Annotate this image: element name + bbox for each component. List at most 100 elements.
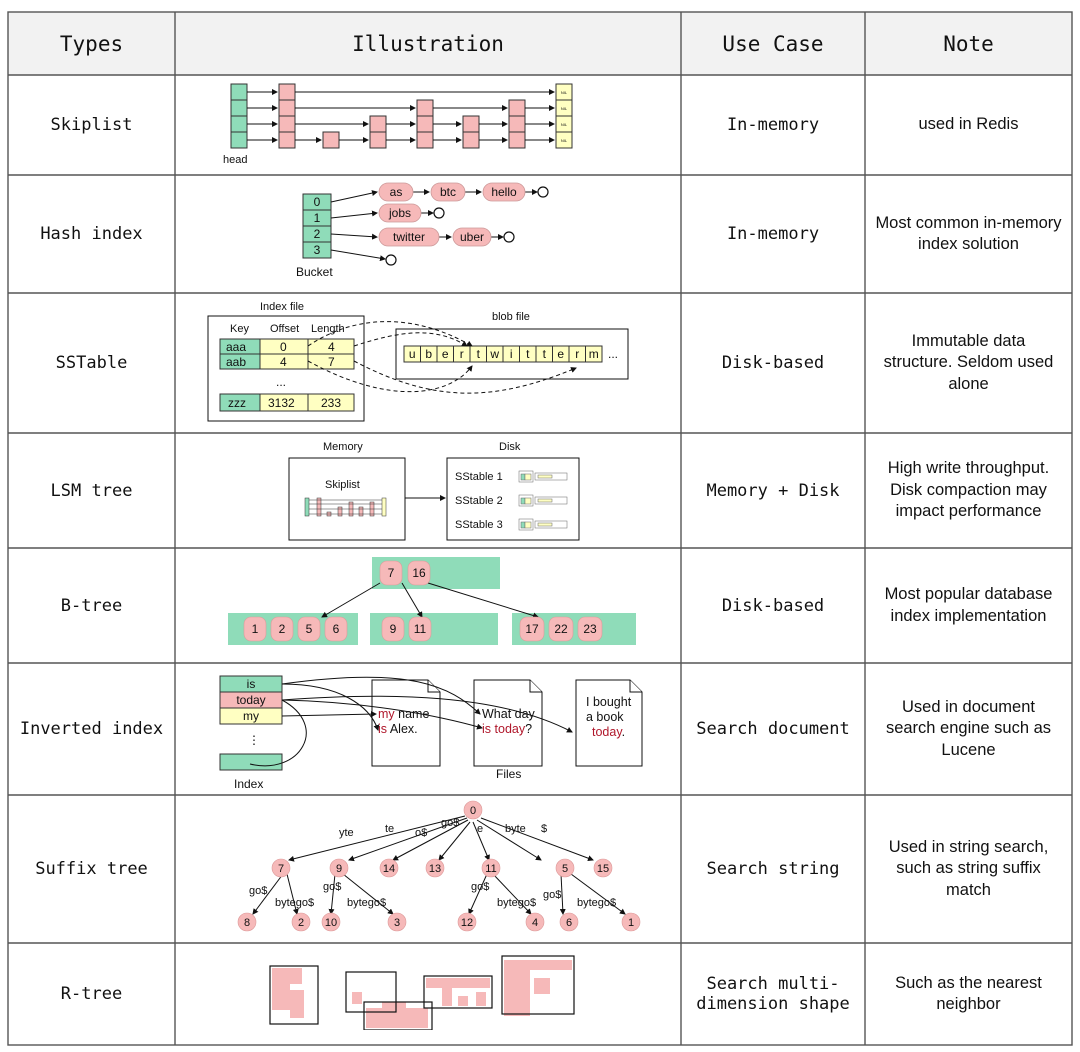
note-cell: Used in document search engine such as L…	[885, 697, 1052, 759]
type-cell: SSTable	[55, 353, 128, 373]
note-cell: Most popular database index implementati…	[884, 585, 1053, 625]
lsm-tree-illustration: Memory Disk Skiplist SStable 1 SStable 2…	[288, 441, 580, 541]
blob-char: r	[460, 347, 464, 361]
hash-entry: jobs	[388, 206, 411, 220]
suffix-node: 0	[470, 805, 476, 817]
svg-text:today.: today.	[592, 725, 625, 739]
suffix-node: 8	[244, 917, 250, 929]
svg-text:is today?: is today?	[482, 722, 532, 736]
b-tree-illustration: 7 16 1 2 5 6 9 11 17 22 23	[228, 557, 636, 645]
blob-char: w	[489, 347, 499, 361]
hash-entry: uber	[460, 230, 484, 244]
use-case-cell: Search string	[706, 859, 840, 879]
suffix-node: 4	[532, 917, 538, 929]
bucket-3: 3	[314, 243, 321, 257]
sst-ellipsis: ...	[276, 375, 286, 389]
svg-text:bytego$: bytego$	[497, 897, 536, 909]
btree-key: 9	[390, 622, 397, 636]
sstable-1: SStable 1	[455, 471, 503, 483]
col-key: Key	[230, 323, 249, 335]
nil-label: NIL	[561, 90, 568, 95]
col-length: Length	[311, 323, 345, 335]
suffix-node: 15	[597, 863, 609, 875]
blob-ellipsis: ...	[608, 347, 618, 361]
svg-text:te: te	[385, 823, 394, 835]
btree-key: 1	[252, 622, 259, 636]
blob-char: e	[557, 347, 564, 361]
lsm-skiplist: Skiplist	[325, 479, 360, 491]
use-case-cell: Memory + Disk	[706, 480, 840, 501]
type-cell: Hash index	[40, 224, 143, 244]
blob-char: b	[425, 347, 432, 361]
sst-offset: 3132	[268, 396, 295, 410]
type-cell: Inverted index	[19, 719, 164, 739]
svg-text:e: e	[477, 823, 483, 835]
note-cell: Such as the nearest neighbor	[895, 973, 1042, 1013]
nil-label: NIL	[561, 122, 568, 127]
nil-label: NIL	[561, 138, 568, 143]
svg-text:yte: yte	[339, 827, 354, 839]
hash-entry: twitter	[393, 230, 425, 244]
index-file-title: Index file	[260, 301, 304, 313]
hash-entry: hello	[491, 185, 517, 199]
svg-text:I bought: I bought	[586, 695, 632, 709]
use-case-cell: Disk-based	[721, 353, 825, 373]
use-case-cell: In-memory	[726, 224, 820, 244]
blob-cell	[585, 345, 603, 363]
sst-key: aaa	[226, 340, 246, 354]
note-cell: Immutable data structure. Seldom used al…	[883, 331, 1054, 393]
svg-text:$: $	[541, 823, 547, 835]
suffix-node: 14	[383, 863, 395, 875]
bucket-label: Bucket	[296, 265, 333, 279]
blob-char: t	[543, 347, 547, 361]
blob-char: i	[510, 347, 513, 361]
note-cell: High write throughput. Disk compaction m…	[887, 459, 1050, 521]
use-case-cell: Search multi-dimension shape	[696, 974, 850, 1014]
lsm-disk: Disk	[499, 441, 521, 453]
type-cell: Skiplist	[50, 115, 133, 135]
bucket-0: 0	[314, 195, 321, 209]
svg-text:go$: go$	[441, 817, 459, 829]
svg-text:go$: go$	[543, 889, 561, 901]
btree-key: 17	[525, 622, 539, 636]
btree-key: 11	[414, 622, 427, 636]
sstable-3: SStable 3	[455, 519, 503, 531]
hash-entry: btc	[440, 185, 456, 199]
btree-key: 5	[306, 622, 313, 636]
nil-label: NIL	[561, 106, 568, 111]
hash-entry: as	[390, 185, 403, 199]
sst-key: zzz	[228, 396, 246, 410]
svg-text:go$: go$	[323, 881, 341, 893]
lsm-memory: Memory	[323, 441, 363, 453]
blob-char: t	[526, 347, 530, 361]
suffix-node: 7	[278, 863, 284, 875]
term: my	[243, 709, 259, 723]
svg-text:go$: go$	[471, 881, 489, 893]
blob-char: u	[409, 347, 416, 361]
svg-text:byte: byte	[505, 823, 526, 835]
skiplist-head-label: head	[223, 154, 247, 166]
btree-key: 22	[554, 622, 568, 636]
sst-offset: 4	[280, 355, 287, 369]
type-cell: LSM tree	[50, 480, 133, 501]
svg-text:a book: a book	[586, 710, 624, 724]
btree-key: 16	[412, 566, 426, 580]
note-cell: Most common in-memory index solution	[875, 213, 1062, 253]
suffix-node: 10	[325, 917, 337, 929]
suffix-tree-illustration: yte te o$ go$ e byte $ go$bytego$ go$byt…	[237, 800, 641, 932]
header-note: Note	[943, 31, 994, 56]
sst-length: 233	[321, 396, 341, 410]
btree-key: 23	[583, 622, 597, 636]
blob-char: e	[442, 347, 449, 361]
btree-key: 7	[388, 566, 395, 580]
svg-text:is Alex.: is Alex.	[378, 722, 418, 736]
col-offset: Offset	[270, 323, 299, 335]
type-cell: B-tree	[60, 595, 123, 616]
skiplist-illustration: NIL NIL NIL NIL head	[223, 83, 573, 166]
svg-text:go$: go$	[249, 885, 267, 897]
suffix-node: 2	[298, 917, 304, 929]
suffix-node: 11	[485, 863, 496, 875]
hash-index-illustration: 0 1 2 3 Bucket as btc hello jobs twitter…	[296, 182, 549, 279]
term: today	[236, 693, 265, 707]
btree-key: 6	[333, 622, 340, 636]
